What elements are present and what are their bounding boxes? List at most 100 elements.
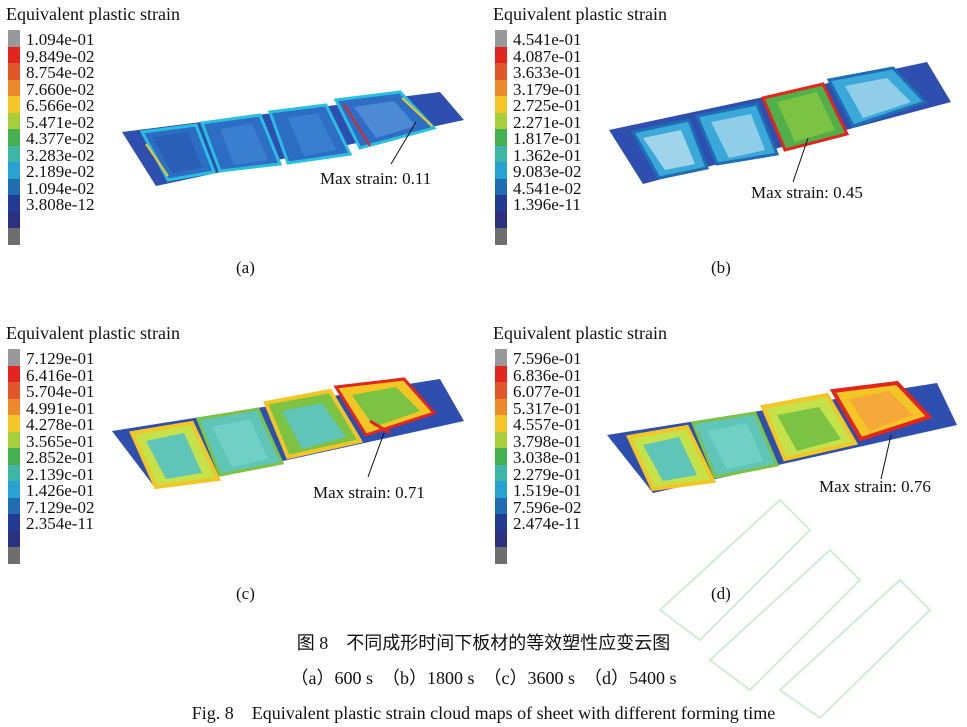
legend-label: 4.377e-02 [26, 129, 95, 148]
legend-labels: 4.541e-01 4.087e-01 3.633e-01 3.179e-01 … [513, 30, 582, 214]
legend-swatch [495, 46, 507, 63]
legend-swatch [495, 63, 507, 80]
legend-label: 4.278e-01 [26, 415, 95, 434]
legend-swatch [8, 398, 20, 415]
color-legend [495, 30, 507, 245]
legend-swatch [495, 547, 507, 564]
color-legend [495, 349, 507, 564]
legend-label: 3.038e-01 [513, 448, 582, 467]
panel-a: Equivalent plastic strain 1.094e-01 9.84… [6, 4, 476, 304]
max-strain-pointer [367, 432, 385, 478]
legend-swatch [495, 96, 507, 113]
legend-swatch [8, 464, 20, 481]
legend-label: 4.541e-01 [513, 30, 582, 49]
color-legend [8, 349, 20, 564]
legend-label: 5.317e-01 [513, 398, 582, 418]
legend-swatch [495, 228, 507, 245]
max-strain-pointer [792, 137, 809, 183]
legend-label: 5.471e-02 [26, 112, 95, 132]
panel-label: (b) [711, 258, 731, 277]
legend-label: 3.798e-01 [513, 431, 582, 451]
legend-swatch [495, 129, 507, 146]
legend-swatch [495, 415, 507, 432]
color-legend [8, 30, 20, 245]
legend-swatch [495, 382, 507, 399]
legend-label: 3.565e-01 [26, 431, 95, 451]
strain-contour-plot [607, 380, 957, 493]
legend-label: 6.836e-01 [513, 365, 582, 385]
legend-swatch [8, 112, 20, 129]
max-strain-label: Max strain: 0.45 [751, 183, 863, 202]
legend-label: 4.991e-01 [26, 398, 95, 418]
legend-swatch [495, 145, 507, 162]
legend-label: 1.426e-01 [26, 481, 95, 500]
cells [626, 380, 933, 492]
legend-swatch [495, 497, 507, 514]
legend-swatch [8, 415, 20, 432]
panel-title: Equivalent plastic strain [493, 323, 667, 343]
legend-label: 3.283e-02 [26, 145, 95, 165]
legend-label: 2.189e-02 [26, 162, 95, 181]
legend-swatch [495, 178, 507, 195]
panel-label: (c) [236, 584, 255, 603]
panel-c: Equivalent plastic strain 7.129e-01 6.41… [6, 323, 476, 623]
legend-swatch [8, 514, 20, 531]
legend-swatch [495, 514, 507, 531]
legend-swatch [8, 129, 20, 146]
legend-swatch [8, 547, 20, 564]
legend-label: 5.704e-01 [26, 382, 95, 401]
legend-label: 1.094e-02 [26, 178, 95, 198]
legend-label: 6.077e-01 [513, 382, 582, 401]
legend-label: 7.596e-02 [513, 497, 582, 517]
legend-swatch [8, 195, 20, 212]
panel-title: Equivalent plastic strain [493, 4, 667, 24]
legend-swatch [8, 448, 20, 465]
legend-label: 8.754e-02 [26, 63, 95, 82]
panel-b: Equivalent plastic strain 4.541e-01 4.08… [493, 4, 963, 304]
panel-title: Equivalent plastic strain [6, 4, 180, 24]
panel-label: (a) [236, 258, 255, 277]
strain-contour-plot [112, 377, 464, 490]
figure-caption-chinese: 图 8 不同成形时间下板材的等效塑性应变云图 [296, 633, 671, 653]
legend-swatch [8, 178, 20, 195]
legend-label: 1.396e-11 [513, 195, 581, 214]
legend-swatch [495, 195, 507, 212]
legend-label: 1.094e-01 [26, 30, 95, 49]
legend-swatch [495, 30, 507, 47]
legend-swatch [8, 349, 20, 366]
legend-label: 2.139c-01 [26, 464, 95, 484]
legend-swatch [495, 79, 507, 96]
legend-swatch [8, 79, 20, 96]
legend-label: 1.362e-01 [513, 145, 582, 165]
legend-label: 4.557e-01 [513, 415, 582, 434]
legend-swatch [8, 63, 20, 80]
legend-label: 7.660e-02 [26, 79, 95, 99]
legend-label: 6.566e-02 [26, 96, 95, 115]
legend-label: 4.541e-02 [513, 178, 582, 198]
legend-label: 6.416e-01 [26, 365, 95, 385]
legend-labels: 7.596e-01 6.836e-01 6.077e-01 5.317e-01 … [513, 350, 582, 533]
cells [129, 377, 437, 490]
legend-swatch [8, 365, 20, 382]
legend-labels: 1.094e-01 9.849e-02 8.754e-02 7.660e-02 … [26, 30, 95, 214]
max-strain-label: Max strain: 0.76 [819, 477, 931, 496]
legend-swatch [495, 398, 507, 415]
legend-swatch [8, 96, 20, 113]
legend-swatch [495, 365, 507, 382]
legend-label: 3.633e-01 [513, 63, 582, 82]
panel-d: Equivalent plastic strain 7.596e-01 6.83… [493, 323, 963, 623]
legend-swatch [8, 46, 20, 63]
legend-swatch [495, 481, 507, 498]
legend-label: 2.725e-01 [513, 96, 582, 115]
panel-label: (d) [711, 584, 731, 603]
legend-label: 7.129e-01 [26, 349, 95, 368]
watermark-logo [658, 498, 932, 720]
legend-label: 7.129e-02 [26, 497, 95, 517]
legend-swatch [495, 530, 507, 547]
strain-contour-plot [122, 90, 464, 186]
cells [139, 90, 437, 182]
legend-label: 2.852e-01 [26, 448, 95, 467]
legend-label: 3.179e-01 [513, 79, 582, 99]
legend-swatch [495, 431, 507, 448]
figure-caption-english: Fig. 8 Equivalent plastic strain cloud m… [191, 703, 776, 723]
